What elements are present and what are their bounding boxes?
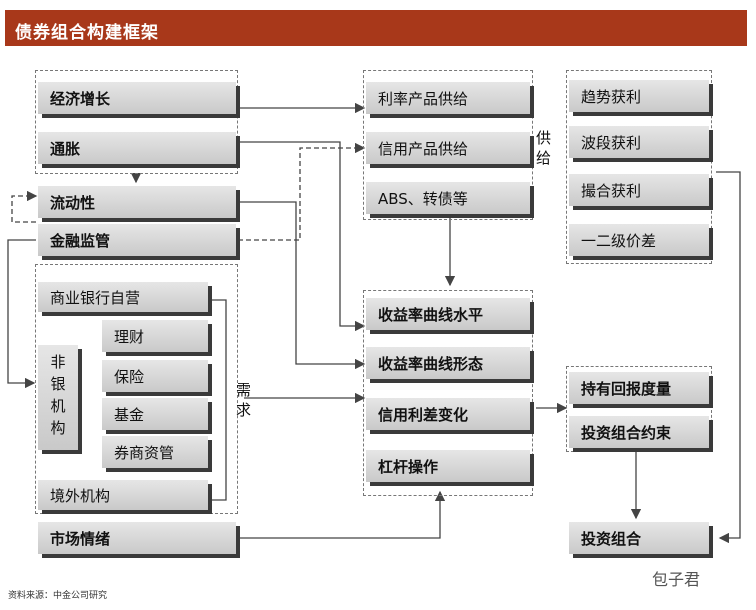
node-arbitrage-profit: 撮合获利 <box>569 174 709 206</box>
demand-label: 需求 <box>236 381 252 419</box>
node-inflation: 通胀 <box>38 132 236 164</box>
return-group <box>566 366 712 452</box>
node-insurance: 保险 <box>102 360 208 392</box>
node-swing-profit: 波段获利 <box>569 126 709 158</box>
node-bank-proprietary: 商业银行自营 <box>38 282 208 312</box>
header-bar: 债券组合构建框架 <box>5 10 747 46</box>
node-abs-cb: ABS、转债等 <box>366 182 530 214</box>
node-market-sentiment: 市场情绪 <box>38 522 236 554</box>
node-holding-return: 持有回报度量 <box>569 372 709 404</box>
node-overseas: 境外机构 <box>38 480 208 510</box>
node-fund: 基金 <box>102 398 208 430</box>
supply-label: 供给 <box>536 129 552 167</box>
node-economic-growth: 经济增长 <box>38 82 236 114</box>
non-bank-label: 非银机构 <box>50 353 66 437</box>
macro-group <box>35 70 238 174</box>
node-rate-supply: 利率产品供给 <box>366 82 530 114</box>
profit-group <box>566 70 712 264</box>
page-title: 债券组合构建框架 <box>15 23 159 43</box>
node-credit-spread: 信用利差变化 <box>366 398 530 430</box>
node-credit-supply: 信用产品供给 <box>366 132 530 164</box>
node-portfolio-constraint: 投资组合约束 <box>569 416 709 448</box>
yield-group <box>363 290 533 496</box>
demand-group <box>35 264 238 514</box>
node-liquidity: 流动性 <box>38 186 236 218</box>
node-leverage: 杠杆操作 <box>366 450 530 482</box>
node-financial-regulation: 金融监管 <box>38 224 236 256</box>
node-wealth-mgmt: 理财 <box>102 320 208 352</box>
node-trend-profit: 趋势获利 <box>569 80 709 112</box>
supply-group <box>363 70 533 220</box>
node-broker-am: 券商资管 <box>102 436 208 468</box>
source-note: 资料来源：中金公司研究 <box>8 591 108 601</box>
node-yield-shape: 收益率曲线形态 <box>366 347 530 379</box>
node-primary-secondary-spread: 一二级价差 <box>569 224 709 256</box>
node-portfolio: 投资组合 <box>569 522 709 554</box>
watermark: 包子君 <box>652 570 701 589</box>
node-non-bank: 非银机构 <box>38 345 78 450</box>
node-yield-level: 收益率曲线水平 <box>366 298 530 330</box>
